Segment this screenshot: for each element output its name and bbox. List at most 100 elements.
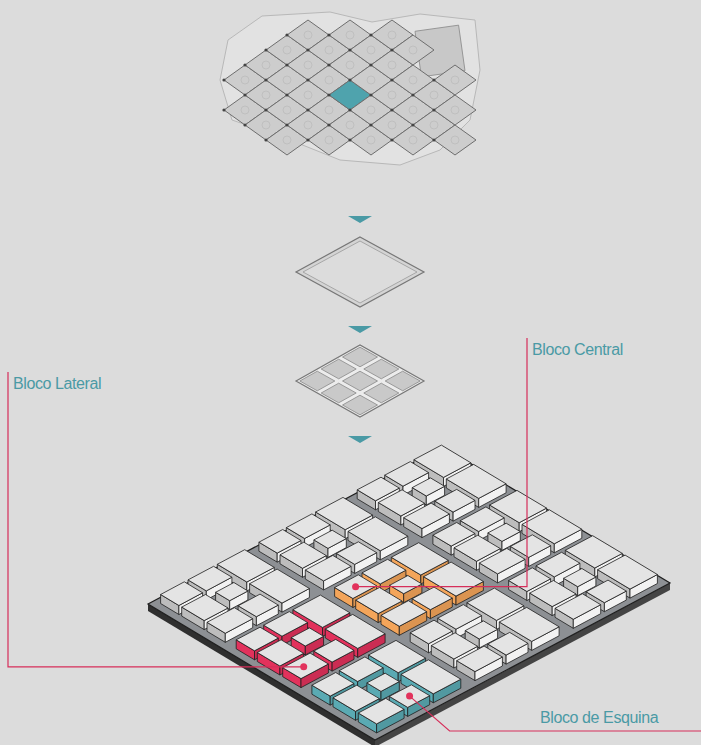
cell-texture <box>346 61 354 69</box>
cell-texture <box>241 106 249 114</box>
cell-texture <box>409 136 417 144</box>
node-dot <box>222 78 225 81</box>
node-dot <box>243 63 246 66</box>
cell-texture <box>367 46 375 54</box>
node-dot <box>390 78 393 81</box>
cell-texture <box>409 76 417 84</box>
site-cell <box>392 35 434 65</box>
building-roof <box>367 673 399 691</box>
node-dot <box>285 33 288 36</box>
node-dot <box>306 48 309 51</box>
node-dot <box>243 123 246 126</box>
cell-texture <box>451 106 459 114</box>
node-dot <box>411 93 414 96</box>
callout-label: Bloco Central <box>532 341 623 359</box>
cell-diamond <box>296 237 424 307</box>
cell-texture <box>283 136 291 144</box>
isometric-block <box>148 445 670 745</box>
site-cell <box>434 65 476 95</box>
grid-cell <box>364 383 399 403</box>
node-dot <box>327 93 330 96</box>
leader-line <box>8 372 304 667</box>
cell-texture <box>388 91 396 99</box>
building-roof <box>283 653 329 679</box>
plate-side <box>375 583 670 745</box>
callout-label: Bloco de Esquina <box>540 709 658 727</box>
grid-diamond <box>296 345 424 417</box>
building-roof <box>457 646 503 672</box>
leader-dot <box>300 663 307 670</box>
node-dot <box>243 93 246 96</box>
cell-texture <box>304 31 312 39</box>
callout-label: Bloco Lateral <box>13 375 101 393</box>
node-dot <box>348 78 351 81</box>
node-dot <box>327 63 330 66</box>
building-roof <box>404 503 450 528</box>
building-roof <box>564 569 596 587</box>
node-dot <box>222 108 225 111</box>
leader-line <box>356 338 527 587</box>
down-arrow <box>348 436 372 443</box>
node-dot <box>264 78 267 81</box>
cell-texture <box>262 121 270 129</box>
down-arrow <box>348 216 372 223</box>
highlighted-building <box>401 660 461 703</box>
node-dot <box>264 48 267 51</box>
cell-texture <box>304 61 312 69</box>
cell-texture <box>388 121 396 129</box>
leader-dot <box>406 693 413 700</box>
building-roof <box>390 576 422 594</box>
cell-texture <box>346 121 354 129</box>
cell-texture <box>241 76 249 84</box>
node-dot <box>285 63 288 66</box>
leader-line <box>410 696 701 731</box>
node-dot <box>390 138 393 141</box>
cell-texture <box>430 121 438 129</box>
node-dot <box>306 78 309 81</box>
node-dot <box>348 138 351 141</box>
node-dot <box>348 108 351 111</box>
cell-texture <box>325 136 333 144</box>
cell-texture <box>388 31 396 39</box>
cell-texture <box>451 136 459 144</box>
node-dot <box>327 123 330 126</box>
cell-texture <box>346 31 354 39</box>
node-dot <box>432 78 435 81</box>
cell-texture <box>451 76 459 84</box>
building <box>555 594 601 629</box>
cell-texture <box>430 91 438 99</box>
building <box>457 646 503 681</box>
cell-texture <box>409 106 417 114</box>
cell-texture <box>325 106 333 114</box>
node-dot <box>390 108 393 111</box>
node-dot <box>369 63 372 66</box>
node-dot <box>411 123 414 126</box>
building-roof <box>207 608 253 634</box>
node-dot <box>285 93 288 96</box>
cell-texture <box>262 91 270 99</box>
site-map <box>220 12 480 165</box>
node-dot <box>432 138 435 141</box>
node-dot <box>285 123 288 126</box>
cell-texture <box>304 121 312 129</box>
leader-dot <box>352 583 359 590</box>
site-cell <box>434 95 476 125</box>
cell-texture <box>304 91 312 99</box>
node-dot <box>264 108 267 111</box>
building-roof <box>555 594 601 620</box>
cell-texture <box>409 46 417 54</box>
building-roof <box>314 530 346 548</box>
building-roof <box>488 523 520 541</box>
cell-texture <box>388 61 396 69</box>
building-roof <box>291 628 323 646</box>
node-dot <box>348 48 351 51</box>
cell-texture <box>262 61 270 69</box>
building-roof <box>479 548 525 574</box>
plate-top <box>148 447 670 740</box>
node-dot <box>432 108 435 111</box>
grid-cell <box>385 371 420 391</box>
building-roof <box>381 601 427 627</box>
cell-texture <box>283 46 291 54</box>
grid-cell <box>364 359 399 379</box>
